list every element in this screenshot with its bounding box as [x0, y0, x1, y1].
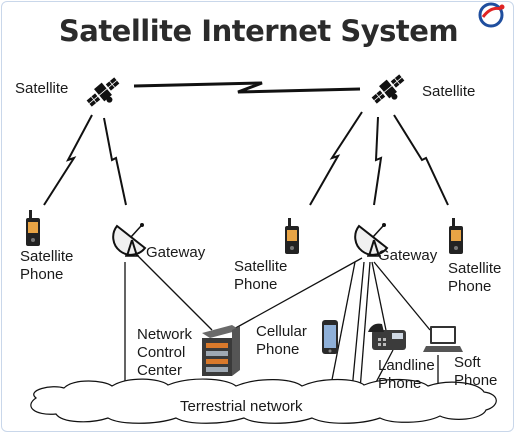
satellite-icon [371, 73, 411, 112]
label-gateway-left: Gateway [146, 244, 206, 261]
lightning-link-icon [103, 117, 127, 206]
label-network-control-center: Network Control Center [137, 326, 193, 379]
satellite-phone-icon [285, 218, 299, 254]
landline-phone-icon [368, 323, 406, 350]
label-satellite-left: Satellite [15, 80, 69, 97]
terrestrial-network-cloud [30, 378, 497, 424]
lightning-link-icon [373, 116, 383, 206]
lightning-link-icon [43, 114, 93, 206]
label-soft-phone: Soft Phone [454, 354, 498, 389]
label-landline-phone: Landline Phone [378, 357, 435, 392]
label-satellite-phone-1: Satellite Phone [20, 248, 74, 283]
label-satellite-phone-2: Satellite Phone [234, 258, 288, 293]
network-connections [124, 254, 439, 391]
lightning-link-icon [133, 81, 361, 94]
diagram-title: Satellite Internet System [58, 14, 459, 48]
lightning-link-icon [393, 114, 449, 206]
server-icon [202, 325, 240, 376]
lightning-link-icon [309, 111, 363, 206]
label-satellite-phone-3: Satellite Phone [448, 260, 502, 295]
label-cellular-phone: Cellular Phone [256, 323, 307, 358]
label-gateway-right: Gateway [378, 247, 438, 264]
brand-logo-icon [478, 2, 505, 28]
satellite-phone-icon [449, 218, 463, 254]
satellite-icon [86, 76, 126, 115]
mobile-phone-icon [322, 320, 338, 354]
satellite-phone-icon [26, 210, 40, 246]
label-satellite-right: Satellite [422, 83, 476, 100]
satellite-dish-icon [112, 222, 146, 257]
label-terrestrial-network: Terrestrial network [180, 398, 303, 415]
laptop-icon [423, 326, 463, 352]
